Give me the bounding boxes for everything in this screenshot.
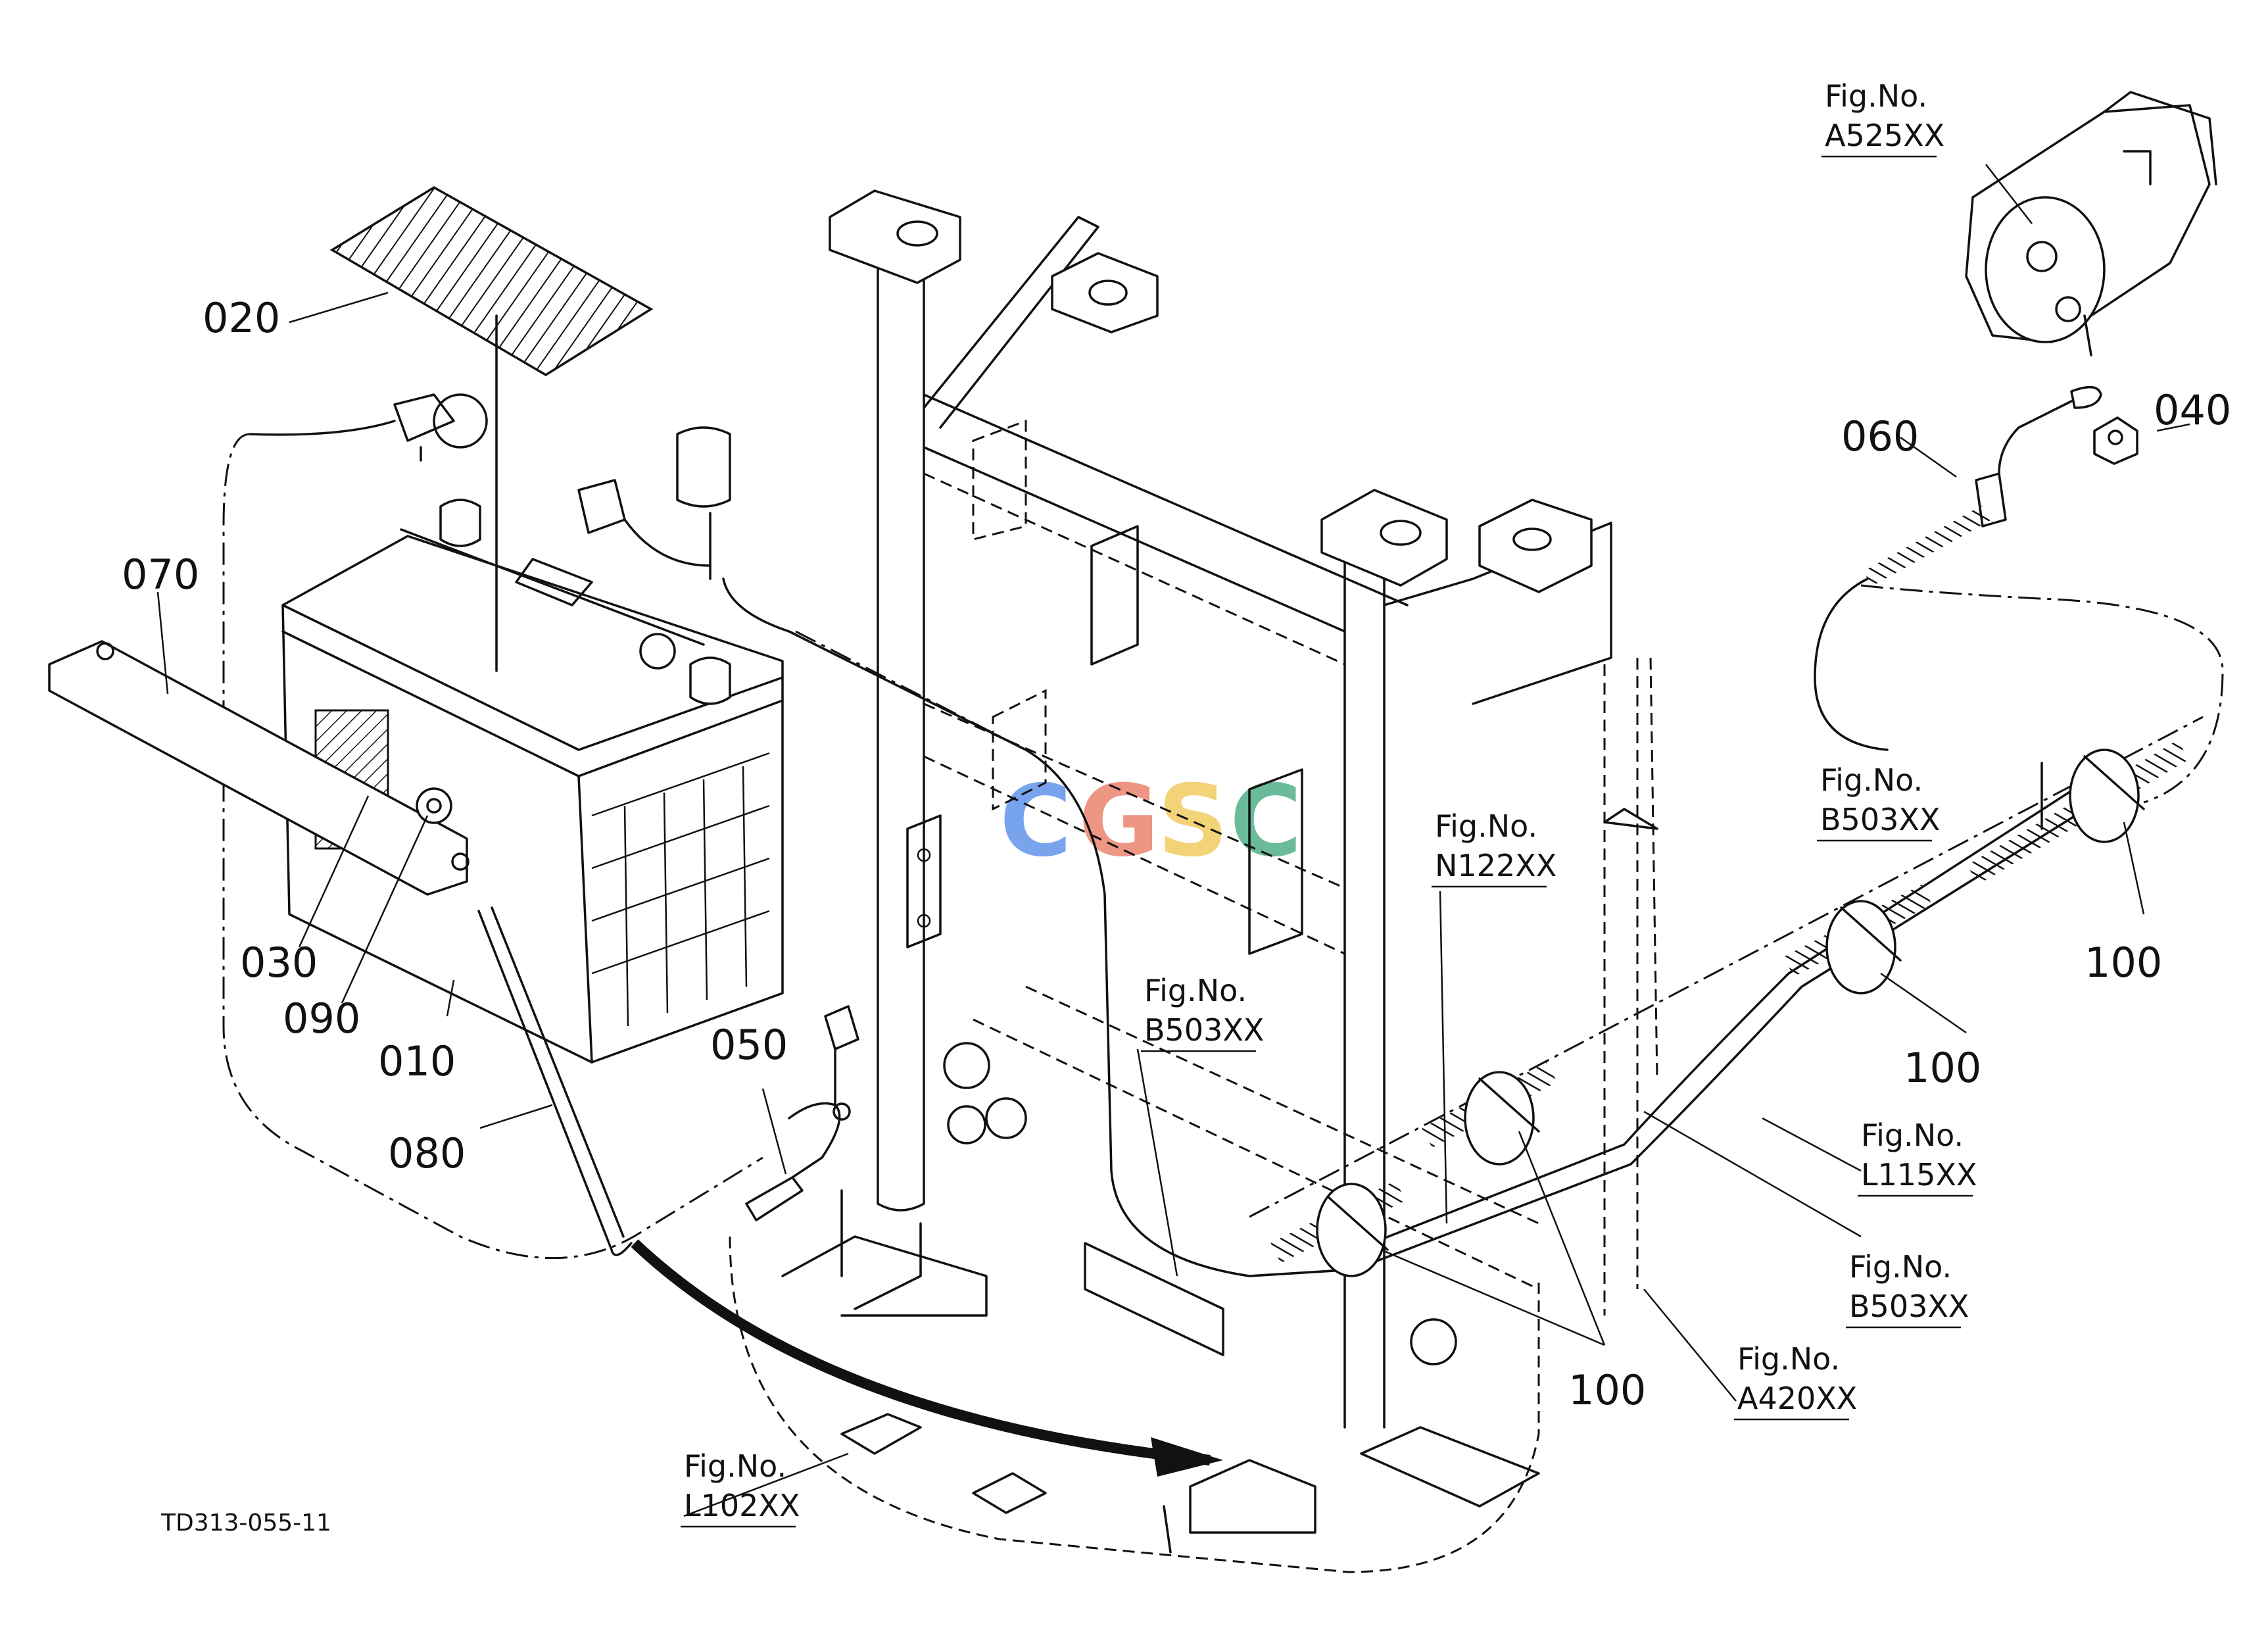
fig-ref-b503-left: Fig.No. B503XX bbox=[1141, 973, 1264, 1052]
leader-lines bbox=[157, 164, 2190, 1517]
starter-motor bbox=[1965, 91, 2217, 356]
svg-text:B503XX: B503XX bbox=[1849, 1289, 1969, 1324]
positive-cable bbox=[577, 426, 1356, 1277]
fig-ref-l115: Fig.No. L115XX bbox=[1858, 1118, 1977, 1197]
label-100-middle: 100 bbox=[1904, 1044, 1981, 1092]
harness bbox=[1249, 716, 2204, 1271]
svg-text:Fig.No.: Fig.No. bbox=[1737, 1341, 1840, 1377]
hose-clip-1 bbox=[1270, 1180, 1406, 1277]
svg-text:A420XX: A420XX bbox=[1737, 1381, 1857, 1416]
label-010: 010 bbox=[378, 1037, 456, 1085]
label-070: 070 bbox=[122, 551, 199, 599]
svg-text:B503XX: B503XX bbox=[1820, 802, 1940, 837]
label-050: 050 bbox=[710, 1021, 788, 1069]
label-040: 040 bbox=[2154, 386, 2231, 434]
watermark-letter-s: S bbox=[1157, 764, 1228, 879]
direction-arrow bbox=[631, 1239, 1211, 1465]
fig-ref-a420: Fig.No. A420XX bbox=[1734, 1341, 1857, 1421]
label-100-bottom: 100 bbox=[1568, 1366, 1646, 1414]
label-080: 080 bbox=[388, 1129, 466, 1177]
label-020: 020 bbox=[203, 294, 280, 342]
svg-text:L115XX: L115XX bbox=[1861, 1157, 1977, 1192]
svg-text:Fig.No.: Fig.No. bbox=[1861, 1118, 1964, 1153]
fig-ref-a525: Fig.No. A525XX bbox=[1822, 78, 1944, 158]
svg-text:Fig.No.: Fig.No. bbox=[1144, 973, 1247, 1008]
svg-text:B503XX: B503XX bbox=[1144, 1012, 1264, 1048]
figure-references: Fig.No. A525XX Fig.No. B503XX Fig.No. N1… bbox=[681, 78, 1977, 1528]
negative-cable bbox=[222, 393, 763, 1260]
svg-text:Fig.No.: Fig.No. bbox=[684, 1448, 786, 1484]
starter-cable bbox=[1814, 385, 2224, 804]
label-090: 090 bbox=[283, 995, 360, 1043]
watermark-letter-c1: C bbox=[1000, 764, 1072, 879]
svg-text:Fig.No.: Fig.No. bbox=[1435, 808, 1537, 844]
battery-rod bbox=[477, 906, 633, 1256]
label-100-right: 100 bbox=[2085, 939, 2162, 987]
battery-cover-pad bbox=[329, 185, 654, 377]
fig-ref-b503-right: Fig.No. B503XX bbox=[1817, 762, 1940, 842]
svg-text:L102XX: L102XX bbox=[684, 1488, 800, 1523]
drawing-code: TD313-055-11 bbox=[160, 1510, 331, 1536]
svg-text:Fig.No.: Fig.No. bbox=[1849, 1249, 1952, 1285]
starter-nut bbox=[2093, 416, 2138, 465]
battery-holder-bar bbox=[48, 640, 468, 896]
hose-clip-4 bbox=[1967, 740, 2189, 885]
hose-clip-2 bbox=[1422, 1062, 1557, 1166]
battery bbox=[281, 499, 784, 1064]
label-030: 030 bbox=[240, 939, 318, 987]
fig-ref-n122: Fig.No. N122XX bbox=[1432, 808, 1556, 888]
fig-ref-l102: Fig.No. L102XX bbox=[681, 1448, 800, 1528]
hex-nut bbox=[416, 787, 452, 824]
watermark-letter-c2: C bbox=[1230, 764, 1302, 879]
fig-ref-b503-low: Fig.No. B503XX bbox=[1846, 1249, 1969, 1329]
hose-clip-3 bbox=[1783, 884, 1932, 995]
part-number-labels: 020 070 030 090 010 080 050 060 040 100 … bbox=[122, 294, 2231, 1414]
svg-text:A525XX: A525XX bbox=[1825, 118, 1944, 153]
label-060: 060 bbox=[1841, 412, 1919, 460]
ground-cable bbox=[745, 1005, 859, 1221]
svg-text:Fig.No.: Fig.No. bbox=[1820, 762, 1923, 798]
svg-text:Fig.No.: Fig.No. bbox=[1825, 78, 1927, 114]
svg-text:N122XX: N122XX bbox=[1435, 848, 1556, 883]
